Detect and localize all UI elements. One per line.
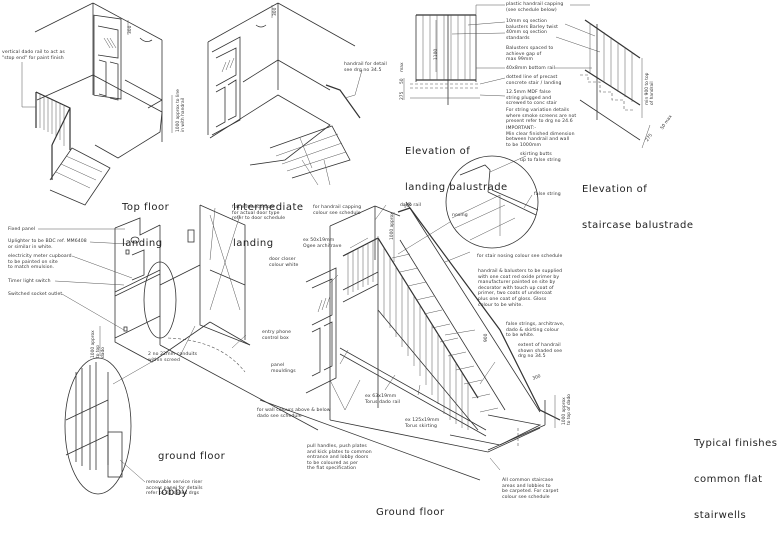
note-mdf-false-string: 12.5mm MDF false string plugged and scre… [506,90,558,107]
landing-balustrade-elevation [403,4,601,105]
title-ground-floor: Ground floor [376,483,445,531]
note-flat-entrance-door: flat entrance door for actual door type … [232,205,286,222]
title-line: landing [233,238,274,249]
dim-gf-1000-dado: 1000 approx to top of dado [562,394,572,425]
title-line: lobby [158,487,189,498]
note-extent-handrail: extent of handrail shown shaded see drg … [518,343,563,360]
note-pull-handles: pull handles, push plates and kick plate… [307,444,372,472]
sheet-title-line: stairwells [694,510,747,521]
title-landing-balustrade: Elevation of landing balustrade [405,122,508,206]
title-top-floor-landing: Top floor landing [122,178,169,262]
title-line: Top floor [122,202,170,213]
note-panel-mouldings: panel mouldings [271,363,296,374]
title-line: Ground floor [376,507,445,518]
note-door-closer: door closer colour white [269,257,299,268]
sheet-title-line: Typical finishes to [694,438,778,449]
note-meter-cupboard: electricity meter cupboard to be painted… [8,254,72,271]
ground-floor-lobby-drawing [38,204,319,495]
dim-min-900: min 900 to top of handrail [645,72,655,105]
note-balusters: 10mm sq section balusters Barley twist [506,19,559,30]
note-precast-stair: dotted line of precast concrete stair / … [506,75,562,86]
note-important-clearance: IMPORTANT:- Min clear finished dimension… [506,126,575,148]
title-line: landing [122,238,163,249]
note-ogee-architrave: ex 50x19mm Ogee architrave [303,238,342,249]
nosing-detail-drawing [397,155,539,255]
note-dado-rail: dado rail [400,203,422,208]
dim-lobby-1000: 1000 approx to top dado [91,330,106,358]
note-handrail-capping-colour: for handrail capping colour see schedule [313,205,362,216]
note-nosing: nosing [452,213,468,218]
note-string-variation: For string variation details where smoke… [506,108,577,125]
title-staircase-balustrade: Elevation of staircase balustrade [582,160,694,244]
dim-max: max [400,62,405,72]
note-handrail-capping: plastic handrail capping (see schedule b… [506,2,564,13]
title-line: Elevation of [405,146,471,157]
title-line: Elevation of [582,184,648,195]
note-false-strings-colour: false strings, architrave, dado & skirti… [506,322,565,339]
dim-1100: 1100 [434,48,439,60]
note-standards: 40mm sq section standards [506,30,548,41]
dim-275: 275 [400,91,405,100]
note-bottom-rail: 40x8mm bottom rail [506,66,556,71]
note-skirting-butts: skirting butts up to false string [520,152,561,163]
sheet-title-line: common flat [694,474,763,485]
ground-floor-stair-drawing [259,201,561,481]
note-vertical-dado-rail: vertical dado rail to act as "stop end" … [2,50,65,61]
note-false-string: false string [534,192,561,197]
sheet-title: Typical finishes to common flat stairwel… [694,414,780,534]
note-handrail-detail: handrail for detail see drg no 34.5 [344,62,387,73]
note-torus-dado: ex 63x19mm Torus dado rail [365,394,401,405]
dim-top-300: 300 [128,25,133,34]
note-baluster-spacing: Balusters spaced to achieve gap of max 9… [506,46,554,63]
note-handrail-balusters-primer: handrail & balusters to be supplied with… [478,269,563,308]
note-conduits: 2 no 22mm conduits within screed [148,352,198,363]
title-line: Intermediate [233,202,304,213]
dim-gf-1000: 1000 approx [390,212,395,240]
note-stair-nosing: for stair nosing colour see schedule [477,254,563,259]
top-floor-landing-drawing [21,2,173,206]
title-line: landing balustrade [405,182,508,193]
staircase-balustrade-elevation [579,19,651,149]
dim-gf-900: 900 [484,333,489,342]
dim-int-300: 300 [273,7,278,16]
note-entry-phone: entry phone control box [262,330,292,341]
title-line: staircase balustrade [582,220,694,231]
note-service-riser: removable service riser access panel for… [146,480,203,497]
title-intermediate-landing: Intermediate landing [233,178,304,262]
note-socket-outlet: Switched socket outlet [8,292,63,297]
title-line: ground floor [158,451,226,462]
dim-50: 50 [400,78,405,84]
note-carpet: All common staircase areas and lobbies t… [502,478,559,500]
note-wall-colours: for wall colours above & below dado see … [257,408,331,419]
note-uplighter: Uplighter to be BDC ref. MM6408 or simil… [8,239,87,250]
note-timer-switch: Timer light switch [8,279,51,284]
intermediate-landing-drawing [207,2,363,186]
drawing-linework [21,2,651,495]
title-ground-floor-lobby: ground floor lobby [158,427,225,511]
note-fixed-panel: Fixed panel [8,227,36,232]
note-torus-skirting: ex 125x19mm Torus skirting [405,418,440,429]
dim-top-1000: 1000 approx to line in with handrail [176,89,186,132]
